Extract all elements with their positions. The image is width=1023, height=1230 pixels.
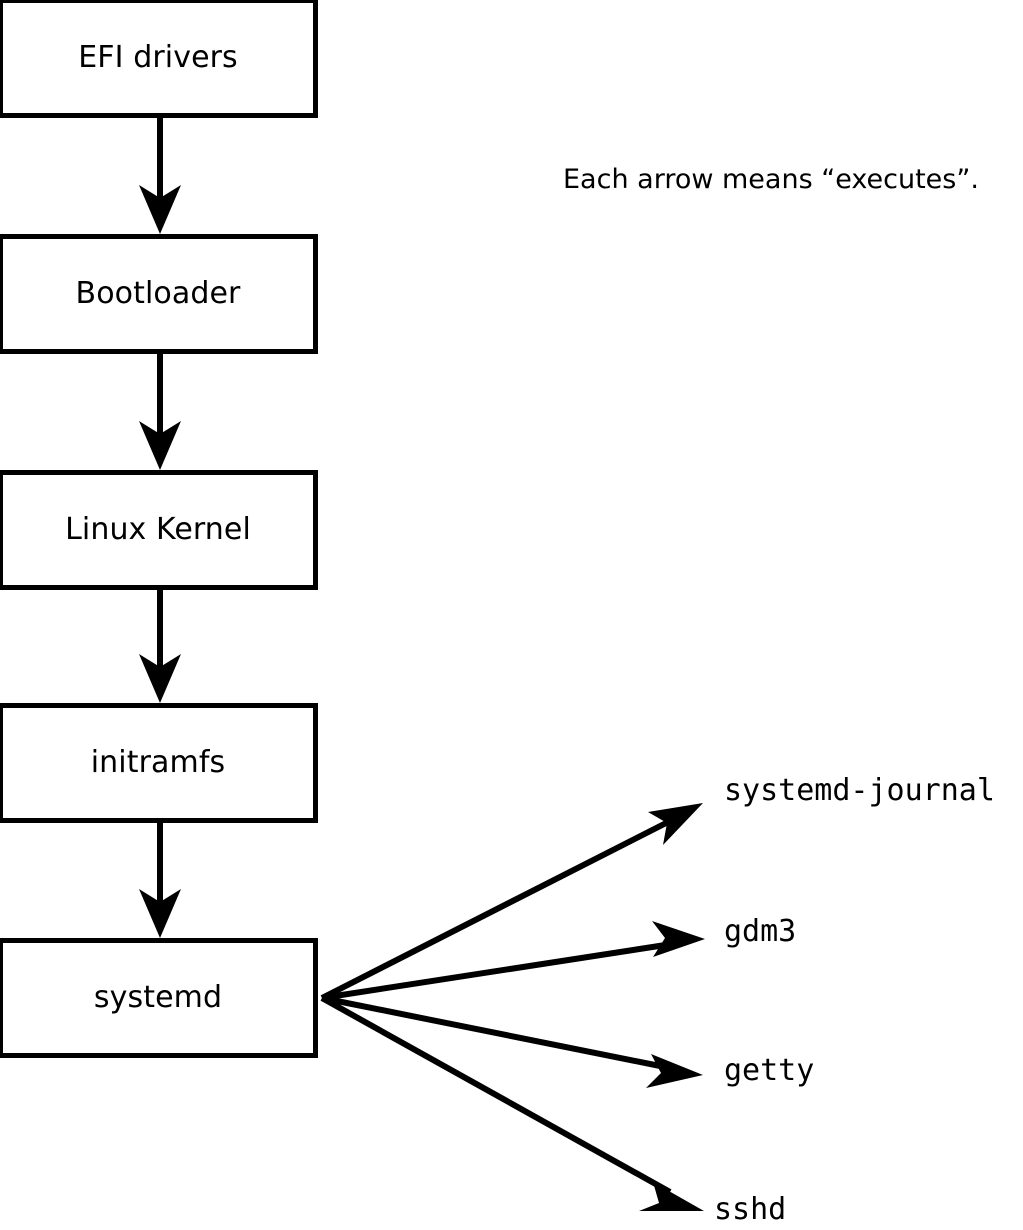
node-linux-kernel[interactable]: Linux Kernel — [0, 470, 318, 590]
node-efi-drivers[interactable]: EFI drivers — [0, 0, 318, 118]
leaf-label-gdm3: gdm3 — [724, 914, 797, 949]
edge-systemd-to-systemd-journal — [320, 803, 703, 1001]
leaf-label-getty: getty — [724, 1053, 815, 1088]
node-label-initramfs: initramfs — [90, 745, 226, 780]
node-bootloader[interactable]: Bootloader — [0, 234, 318, 354]
node-systemd[interactable]: systemd — [0, 938, 318, 1058]
legend-note: Each arrow means “executes”. — [563, 164, 979, 195]
edge-efi-drivers-to-bootloader — [139, 118, 181, 234]
node-label-efi-drivers: EFI drivers — [78, 40, 238, 75]
edge-initramfs-to-systemd — [139, 822, 181, 938]
node-initramfs[interactable]: initramfs — [0, 703, 318, 823]
edge-systemd-to-getty — [321, 995, 703, 1088]
leaf-label-systemd-journal: systemd-journal — [724, 773, 995, 808]
edge-linux-kernel-to-initramfs — [139, 589, 181, 703]
node-label-systemd: systemd — [93, 980, 223, 1015]
edge-systemd-to-gdm3 — [321, 921, 705, 1001]
node-label-bootloader: Bootloader — [75, 276, 241, 311]
edge-systemd-to-sshd — [320, 995, 704, 1211]
leaf-label-sshd: sshd — [714, 1192, 787, 1227]
node-label-linux-kernel: Linux Kernel — [65, 512, 251, 547]
edge-bootloader-to-linux-kernel — [139, 353, 181, 470]
